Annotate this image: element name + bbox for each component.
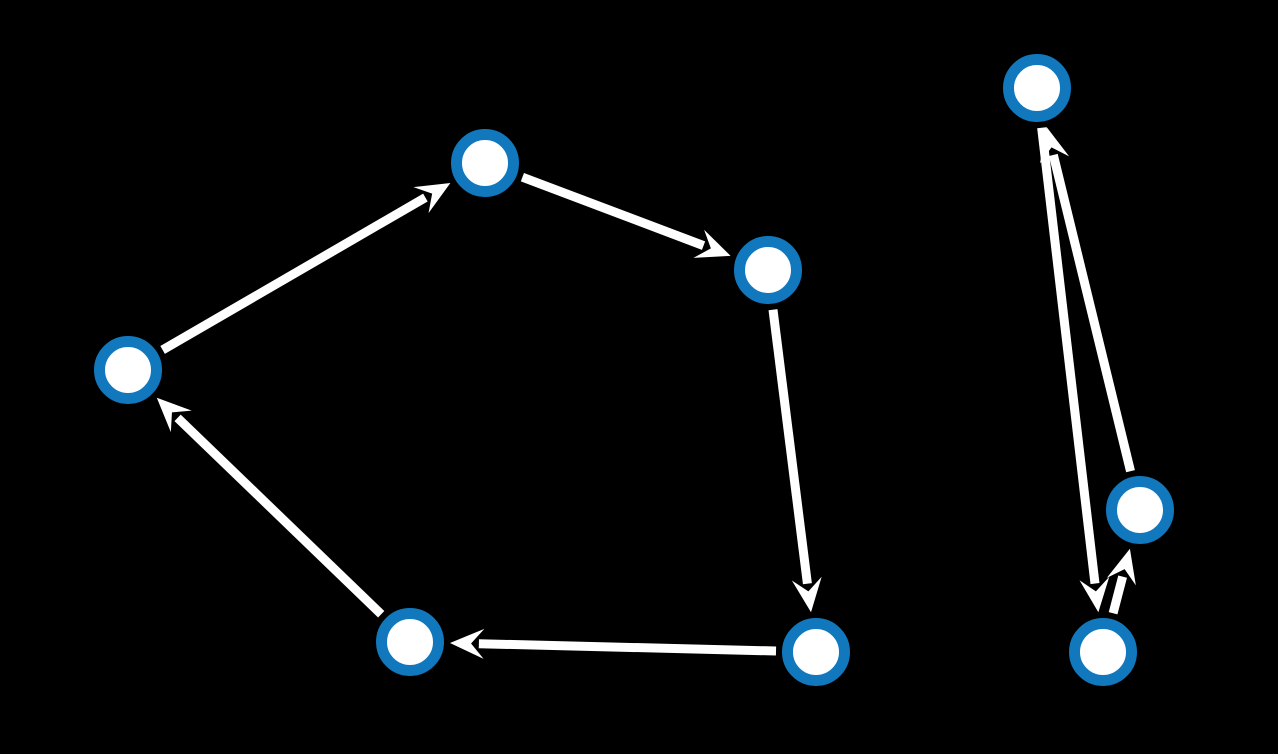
graph-edge <box>1039 126 1135 473</box>
node-circle[interactable] <box>1106 476 1174 544</box>
edge-shaft <box>1108 575 1127 615</box>
edge-shaft <box>1037 127 1100 585</box>
edge-arrowhead <box>413 183 451 214</box>
edge-arrowhead <box>1106 548 1136 586</box>
edge-arrowhead <box>791 576 822 613</box>
node-circle[interactable] <box>734 236 802 304</box>
edge-shaft <box>1048 153 1135 473</box>
graph-edge <box>768 309 822 613</box>
graph-edge <box>1106 548 1136 615</box>
graph-node[interactable] <box>782 618 850 686</box>
edge-layer <box>156 126 1136 659</box>
node-circle[interactable] <box>376 608 444 676</box>
graph-node[interactable] <box>1106 476 1174 544</box>
edge-shaft <box>478 639 777 656</box>
edge-shaft <box>520 172 706 250</box>
edge-shaft <box>768 309 812 585</box>
graph-node[interactable] <box>1069 618 1137 686</box>
graph-node[interactable] <box>1003 54 1071 122</box>
edge-arrowhead <box>1079 576 1110 613</box>
graph-node[interactable] <box>451 129 519 197</box>
node-circle[interactable] <box>1003 54 1071 122</box>
graph-node[interactable] <box>734 236 802 304</box>
graph-edge <box>520 172 731 258</box>
graph-node[interactable] <box>376 608 444 676</box>
edge-shaft <box>160 193 428 354</box>
edge-shaft <box>174 414 385 618</box>
graph-node[interactable] <box>94 336 162 404</box>
node-circle[interactable] <box>94 336 162 404</box>
node-circle[interactable] <box>451 129 519 197</box>
graph-edge <box>156 397 385 618</box>
graph-edge <box>1037 127 1110 613</box>
node-circle[interactable] <box>782 618 850 686</box>
node-circle[interactable] <box>1069 618 1137 686</box>
edge-arrowhead <box>1039 126 1070 164</box>
node-layer <box>94 54 1174 686</box>
edge-arrowhead <box>693 229 731 258</box>
edge-arrowhead <box>156 397 192 433</box>
edge-arrowhead <box>449 628 485 659</box>
graph-edge <box>160 183 451 354</box>
graph-edge <box>449 628 777 659</box>
